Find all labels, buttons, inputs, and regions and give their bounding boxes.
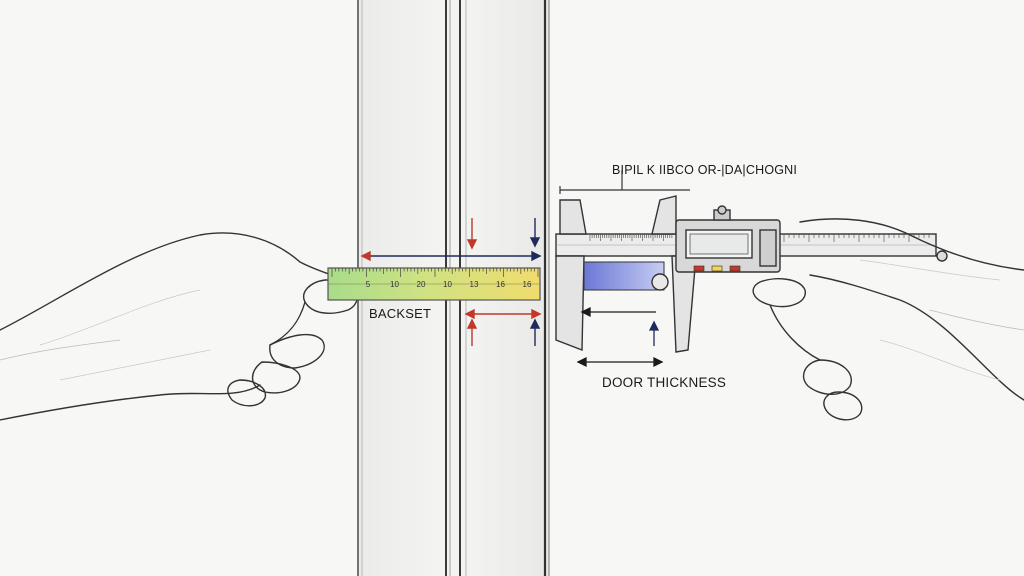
door-thickness-label: DOOR THICKNESS: [602, 375, 727, 390]
right-hand: [752, 218, 1024, 421]
ruler-number: 10: [390, 280, 399, 289]
sketch-shading: [39, 259, 1001, 381]
caliper-scale-ticks: [589, 234, 930, 242]
ruler-number: 16: [523, 280, 532, 289]
door-thickness-dimension: [576, 306, 664, 368]
ruler-number: 16: [496, 280, 505, 289]
ruler-number: 20: [417, 280, 426, 289]
caliper: [555, 195, 948, 353]
ruler-number: 13: [470, 280, 479, 289]
ruler-number: 10: [443, 280, 452, 289]
ruler: [327, 267, 541, 301]
left-hand: [0, 232, 359, 421]
ruler-ticks: [331, 268, 539, 277]
ruler-number: 5: [366, 280, 371, 289]
backset-label: BACKSET: [369, 306, 432, 321]
ruler-numbers: 5 10 20 10 13 16 16: [366, 280, 532, 289]
caliper-callout-label: BIPIL K IIBCO OR-|DA|CHOGNI: [612, 163, 798, 177]
backset-arrows: [360, 218, 542, 346]
top-bracket: [559, 170, 690, 194]
